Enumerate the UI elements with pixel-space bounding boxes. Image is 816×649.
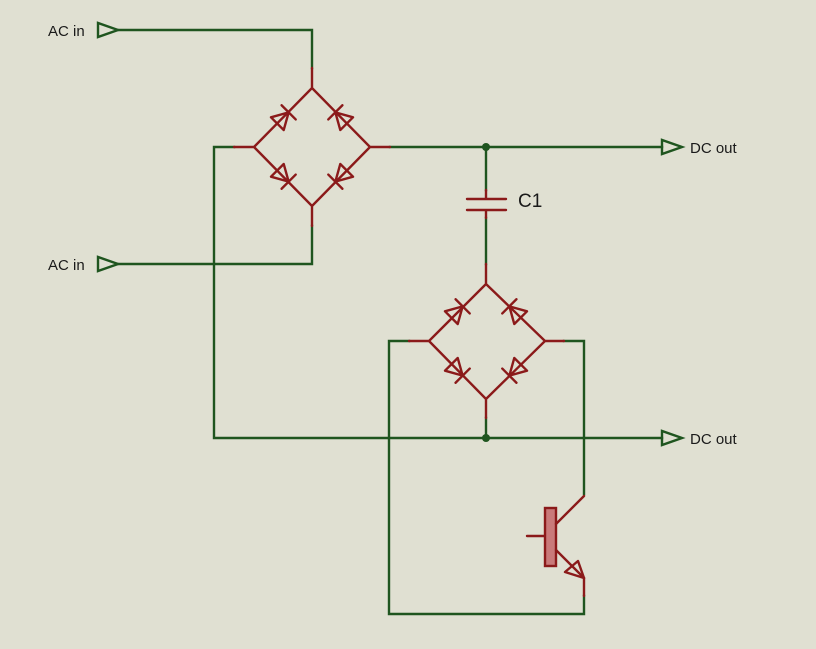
capacitor-label: C1 bbox=[518, 191, 542, 212]
bridge-1-outline bbox=[232, 66, 392, 228]
transistor-base-bar bbox=[543, 506, 558, 568]
terminal-arrow-icon bbox=[96, 255, 122, 273]
wire-ac-in-2 bbox=[116, 224, 314, 266]
diode-icon bbox=[501, 356, 529, 384]
terminal-arrow-icon bbox=[96, 21, 122, 39]
bridge-rectifier-2 bbox=[407, 262, 566, 420]
port-label: AC in bbox=[48, 257, 85, 274]
diode-icon bbox=[327, 104, 355, 132]
port-ac-in-2: AC in bbox=[48, 255, 122, 274]
port-dc-out-2: DC out bbox=[660, 429, 738, 448]
diode-icon bbox=[443, 356, 471, 384]
diode-icon bbox=[327, 162, 355, 190]
port-ac-in-1: AC in bbox=[48, 21, 122, 40]
port-label: DC out bbox=[690, 140, 738, 157]
capacitor-c1: C1 bbox=[465, 188, 542, 220]
port-label: AC in bbox=[48, 23, 85, 40]
diode-icon bbox=[269, 162, 297, 190]
port-label: DC out bbox=[690, 431, 738, 448]
junction-dot bbox=[482, 143, 490, 151]
bridge-rectifier-1 bbox=[232, 66, 392, 228]
wire-bridge2-left bbox=[387, 339, 586, 616]
bridge-2-outline bbox=[407, 262, 566, 420]
diode-icon bbox=[269, 104, 297, 132]
terminal-arrow-icon bbox=[660, 138, 686, 156]
wire-bridge1-negative bbox=[212, 145, 488, 440]
transistor-emitter-arrow bbox=[563, 559, 586, 580]
diode-icon bbox=[443, 298, 471, 326]
wire-bridge2-right bbox=[562, 339, 586, 496]
transistor-emitter bbox=[554, 548, 586, 580]
port-dc-out-1: DC out bbox=[660, 138, 738, 157]
wire-ac-in-1 bbox=[116, 28, 314, 70]
terminal-arrow-icon bbox=[660, 429, 686, 447]
wires bbox=[116, 28, 664, 616]
junction-dot bbox=[482, 434, 490, 442]
transistor-collector bbox=[554, 494, 586, 526]
npn-transistor-icon bbox=[525, 494, 586, 598]
diode-icon bbox=[501, 298, 529, 326]
